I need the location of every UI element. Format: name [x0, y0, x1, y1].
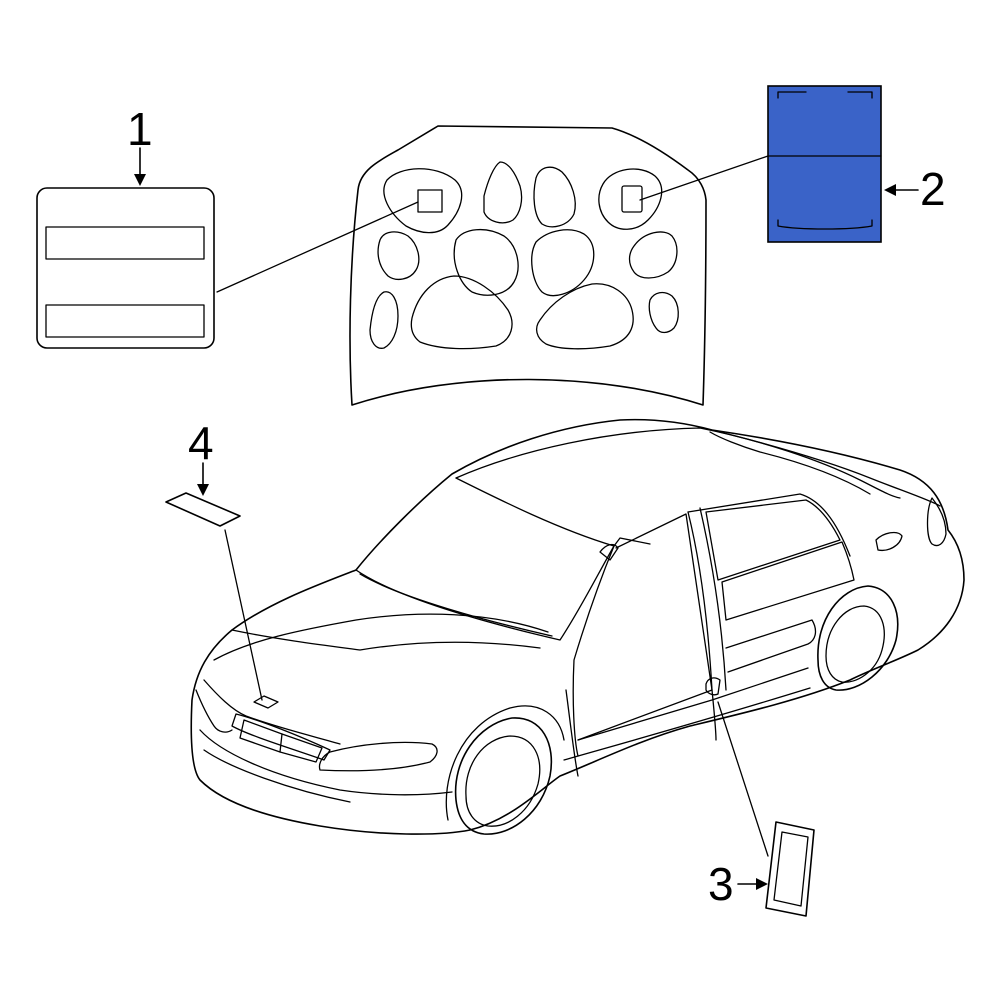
part-4-label[interactable]	[165, 492, 241, 527]
callout-arrow-4	[197, 462, 209, 496]
leader-line-2	[639, 155, 769, 201]
part-1-label[interactable]	[36, 187, 215, 349]
car-illustration	[190, 418, 965, 835]
hood-illustration	[349, 125, 707, 406]
callout-arrow-3	[737, 878, 768, 890]
callout-number-3: 3	[708, 858, 734, 910]
callout-number-1: 1	[127, 103, 153, 155]
leader-line-3	[717, 701, 769, 857]
part-3-label[interactable]	[765, 821, 815, 917]
part-2-label[interactable]	[767, 85, 882, 243]
leader-line-4	[224, 529, 263, 701]
callout-number-2: 2	[920, 163, 946, 215]
callout-arrow-1	[134, 147, 146, 186]
callout-number-4: 4	[188, 417, 214, 469]
callout-arrow-2	[884, 184, 919, 196]
leader-line-1	[216, 201, 419, 293]
